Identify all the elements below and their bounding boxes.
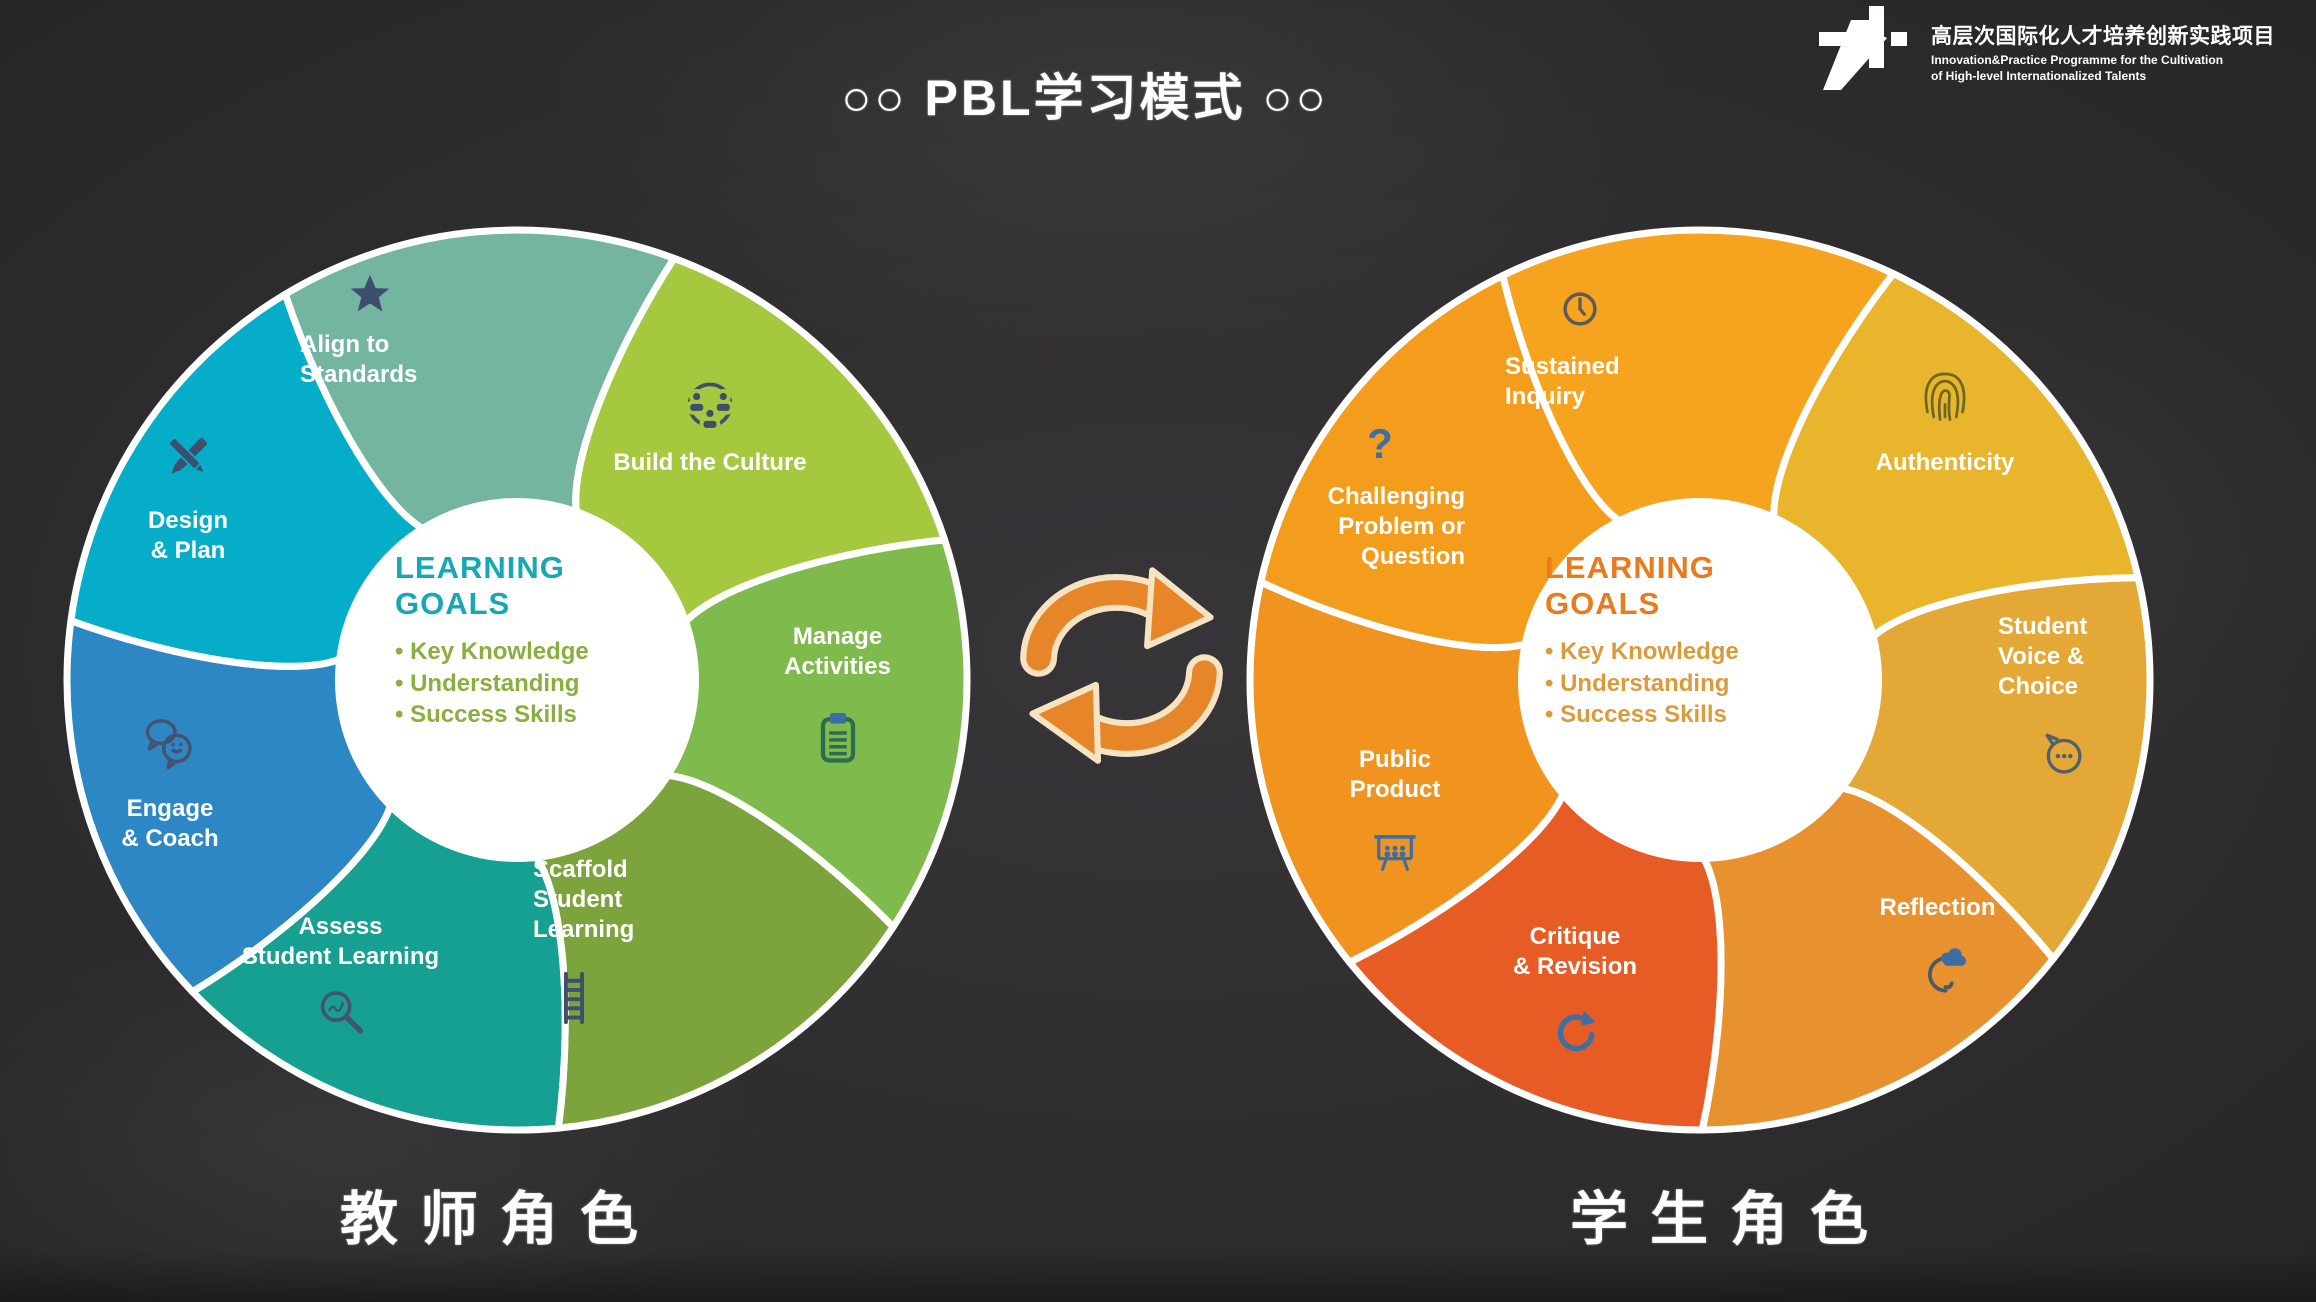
logo-subtitle-en-line1: Innovation&Practice Programme for the Cu… — [1931, 53, 2224, 67]
wheel-blade — [644, 539, 967, 927]
segment-label-scaffold-student-learning: Scaffold Student Learning — [533, 855, 693, 1027]
goal-bullet: • Key Knowledge — [1545, 637, 1739, 665]
goals-title-line1: LEARNING — [395, 550, 565, 585]
svg-text:?: ? — [1367, 420, 1393, 467]
wheel-blade — [192, 781, 566, 1130]
programme-logo: 高层次国际化人才培养创新实践项目 Innovation&Practice Pro… — [1817, 6, 2275, 90]
teacher-wheel — [63, 226, 971, 1134]
logo-arrow-icon — [1819, 6, 1907, 90]
student-wheel — [1246, 226, 2154, 1134]
segment-label-build-the-culture: Build the Culture — [570, 376, 850, 478]
goal-bullet: • Success Skills — [1545, 701, 1727, 729]
goals-title-line2: GOALS — [1545, 585, 1661, 621]
goal-bullet: • Success Skills — [395, 701, 577, 729]
wheel-blade — [66, 620, 393, 992]
segment-label-authenticity: Authenticity — [1845, 366, 2045, 478]
logo-title-cn: 高层次国际化人才培养创新实践项目 — [1931, 25, 2275, 48]
people-circle-icon — [686, 382, 734, 432]
clipboard-icon — [820, 713, 855, 763]
wheel-center-disc — [1518, 498, 1882, 862]
student-wheel-caption: 学生角色 — [1569, 1187, 1890, 1252]
page-title: ○○ PBL学习模式 ○○ — [841, 70, 1329, 126]
magnifier-icon — [320, 991, 363, 1034]
question-icon: ? — [1367, 420, 1393, 467]
speech-dots-icon — [2045, 733, 2082, 774]
fingerprint-icon — [1924, 372, 1966, 421]
wheel-blade — [1502, 229, 1894, 541]
wheel-blade — [285, 230, 675, 535]
segment-label-design-and-plan: Design & Plan — [113, 430, 263, 566]
teacher-wheel-caption: 教师角色 — [339, 1187, 660, 1252]
star-icon — [350, 274, 390, 312]
wheel-blade — [1349, 770, 1722, 1130]
segment-label-sustained-inquiry: Sustained Inquiry — [1505, 286, 1655, 412]
logo-subtitle-en-line2: of High-level Internationalized Talents — [1931, 69, 2147, 83]
wheel-blade — [1773, 273, 2139, 658]
wheel-blade — [517, 775, 894, 1129]
segment-label-public-product: Public Product — [1330, 745, 1460, 877]
pencil-cross-icon — [168, 437, 207, 476]
wheel-blade — [1260, 275, 1642, 648]
goals-title-line1: LEARNING — [1545, 550, 1715, 585]
chat-bubbles-icon — [145, 719, 192, 770]
segment-label-challenging-problem-or-question: ? Challenging Problem or Question — [1327, 420, 1465, 570]
wheel-center-disc — [335, 498, 699, 862]
refresh-icon — [1557, 1010, 1596, 1052]
segment-label-reflection: Reflection — [1855, 893, 2020, 997]
goal-bullet: • Understanding — [1545, 669, 1730, 697]
student-learning-goals: LEARNING GOALS • Key Knowledge • Underst… — [1545, 550, 1825, 731]
wheel-blade — [70, 294, 446, 667]
segment-label-manage-activities: Manage Activities — [755, 622, 920, 768]
segment-label-engage-and-coach: Engage & Coach — [95, 714, 245, 854]
segment-label-assess-student-learning: Assess Student Learning — [218, 912, 463, 1038]
goals-title-line2: GOALS — [395, 585, 511, 621]
head-cloud-icon — [1927, 948, 1966, 993]
wheel-blade — [575, 258, 945, 644]
sync-arrows-icon — [1020, 567, 1223, 764]
goal-bullet: • Understanding — [395, 669, 580, 697]
wheel-blade — [1250, 582, 1567, 963]
goal-bullet: • Key Knowledge — [395, 637, 589, 665]
wheel-blade — [1817, 577, 2150, 959]
segment-label-student-voice-and-choice: Student Voice & Choice — [1998, 612, 2128, 782]
teacher-learning-goals: LEARNING GOALS • Key Knowledge • Underst… — [395, 550, 675, 731]
ladder-icon — [563, 971, 585, 1025]
segment-label-critique-and-revision: Critique & Revision — [1490, 922, 1660, 1060]
presentation-icon — [1374, 835, 1416, 871]
segment-label-align-to-standards: Align to Standards — [300, 272, 440, 390]
clock-icon — [1563, 292, 1597, 326]
